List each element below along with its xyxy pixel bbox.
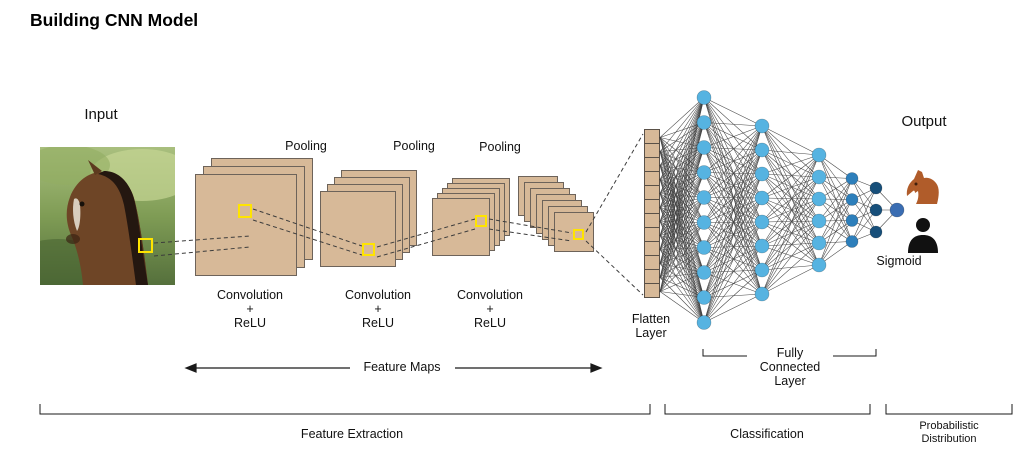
pooling-label-3: Pooling [479, 140, 521, 154]
feature-map-sheet [432, 198, 490, 256]
horse-icon [904, 170, 944, 209]
receptive-field-highlight [138, 238, 153, 253]
flatten-cell [644, 199, 660, 214]
receptive-field-highlight [573, 229, 584, 240]
flatten-cell [644, 269, 660, 284]
conv-relu-label-2: Convolution + ReLU [344, 288, 412, 330]
output-label: Output [901, 113, 947, 130]
pooling-label-2: Pooling [393, 139, 435, 153]
input-label: Input [84, 106, 118, 123]
feature-map-sheet [320, 191, 396, 267]
probabilistic-distribution-label: Probabilistic Distribution [919, 420, 979, 445]
flatten-cell [644, 171, 660, 186]
flatten-cell [644, 255, 660, 270]
flatten-cell [644, 143, 660, 158]
receptive-field-highlight [475, 215, 487, 227]
fully-connected-label: Fully Connected Layer [759, 346, 821, 388]
conv-relu-label-3: Convolution + ReLU [456, 288, 524, 330]
feature-maps-label: Feature Maps [357, 360, 447, 374]
person-icon [906, 217, 940, 258]
flatten-layer-label: Flatten Layer [631, 312, 671, 340]
conv-relu-label-1: Convolution + ReLU [216, 288, 284, 330]
receptive-field-highlight [362, 243, 375, 256]
classification-section-label: Classification [730, 427, 804, 441]
flatten-cell [644, 227, 660, 242]
diagram-title: Building CNN Model [30, 10, 199, 30]
flatten-cell [644, 241, 660, 256]
flatten-cell [644, 185, 660, 200]
flatten-cell [644, 283, 660, 298]
receptive-field-highlight [238, 204, 252, 218]
flatten-layer [644, 129, 660, 298]
flatten-cell [644, 129, 660, 144]
sigmoid-label: Sigmoid [876, 254, 922, 268]
pooling-label-1: Pooling [285, 139, 327, 153]
flatten-cell [644, 157, 660, 172]
feature-extraction-section-label: Feature Extraction [300, 427, 404, 441]
flatten-cell [644, 213, 660, 228]
feature-map-sheet [195, 174, 297, 276]
